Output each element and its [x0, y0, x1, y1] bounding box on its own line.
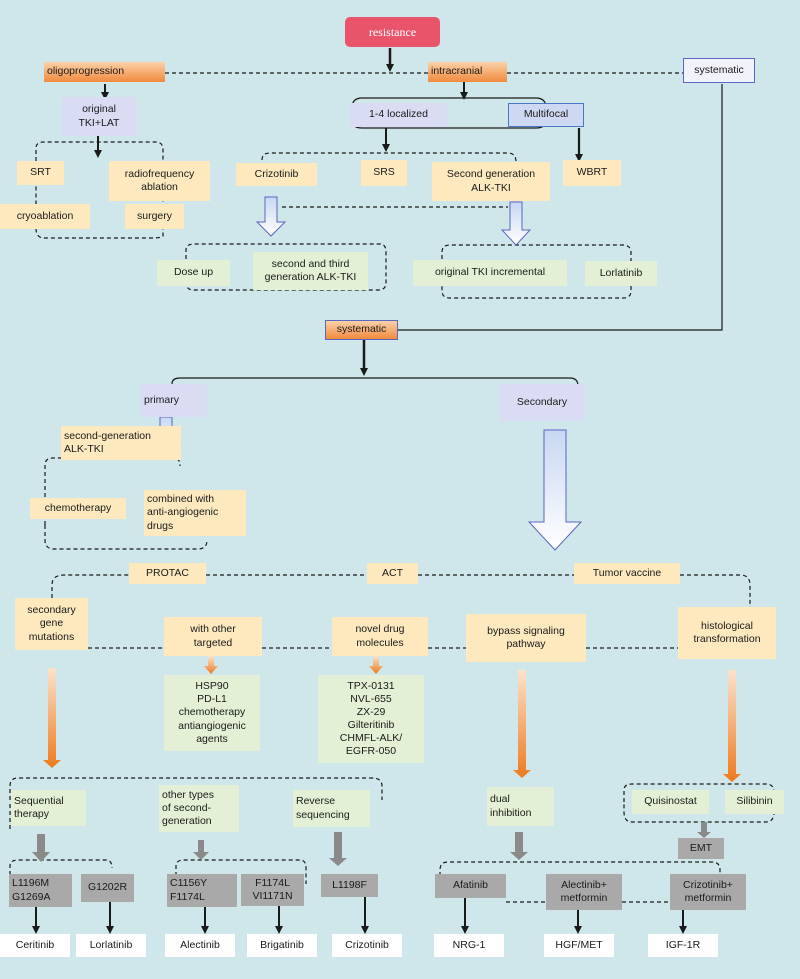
node-secondary: Secondary [500, 384, 584, 421]
drug-brigatinib: Brigatinib [247, 934, 317, 957]
branch-intracranial: intracranial [428, 62, 507, 82]
node-protac: PROTAC [129, 563, 206, 584]
node-act: ACT [367, 563, 418, 584]
node-systematic: systematic [325, 320, 398, 340]
node-chemotherapy: chemotherapy [30, 498, 126, 519]
node-mutation-l1196m: L1196M G1269A [9, 874, 72, 907]
node-quisinostat: Quisinostat [632, 790, 709, 814]
drug-alectinib: Alectinib [165, 934, 235, 957]
node-tumor-vaccine: Tumor vaccine [574, 563, 680, 584]
node-mutation-g1202r: G1202R [81, 874, 134, 902]
node-anti-angiogenic: combined with anti-angiogenic drugs [144, 490, 246, 536]
node-sequential-therapy: Sequential therapy [11, 790, 86, 826]
node-surgery: surgery [125, 204, 184, 229]
node-dose-up: Dose up [157, 260, 230, 286]
node-mutation-c1156y: C1156Y F1174L [167, 874, 237, 907]
node-wbrt: WBRT [563, 160, 621, 186]
node-reverse-sequencing: Reverse sequencing [293, 790, 370, 827]
node-dual-inhibition: dual inhibition [487, 787, 554, 826]
node-srs: SRS [361, 160, 407, 186]
node-original-tki-lat: original TKI+LAT [62, 97, 136, 136]
node-second-gen-alk-tki: Second generation ALK-TKI [432, 162, 550, 201]
node-localized: 1-4 localized [350, 103, 447, 127]
node-multifocal: Multifocal [508, 103, 584, 127]
node-lorlatinib-1: Lorlatinib [585, 261, 657, 286]
drug-nrg1: NRG-1 [434, 934, 504, 957]
node-novel-drugs-list: TPX-0131 NVL-655 ZX-29 Gilteritinib CHMF… [318, 675, 424, 763]
node-cryoablation: cryoablation [0, 204, 90, 229]
node-second-gen-alk: second-generation ALK-TKI [61, 426, 181, 460]
drug-ceritinib: Ceritinib [0, 934, 70, 957]
node-bypass-signaling: bypass signaling pathway [466, 614, 586, 662]
node-mutation-f1174l: F1174L VI1171N [241, 874, 304, 906]
node-second-third-gen: second and third generation ALK-TKI [253, 252, 368, 290]
drug-hgf-met: HGF/MET [544, 934, 614, 957]
node-secondary-gene-mutations: secondary gene mutations [15, 598, 88, 650]
drug-crizotinib: Crizotinib [332, 934, 402, 957]
node-with-other-targeted: with other targeted [164, 617, 262, 656]
node-novel-drug-molecules: novel drug molecules [332, 617, 428, 656]
node-silibinin: Silibinin [725, 790, 784, 814]
node-emt: EMT [678, 838, 724, 859]
node-mutation-l1198f: L1198F [321, 874, 378, 897]
node-afatinib: Afatinib [435, 874, 506, 898]
node-crizotinib-metformin: Crizotinib+ metformin [670, 874, 746, 910]
node-other-types-second-gen: other types of second- generation [159, 785, 239, 832]
drug-lorlatinib: Lorlatinib [76, 934, 146, 957]
node-crizotinib-1: Crizotinib [236, 163, 317, 186]
node-histological-transformation: histological transformation [678, 607, 776, 659]
node-original-tki-incremental: original TKI incremental [413, 260, 567, 286]
root-resistance: resistance [345, 17, 440, 47]
node-srt: SRT [17, 161, 64, 185]
branch-oligoprogression: oligoprogression [44, 62, 165, 82]
node-other-targets-list: HSP90 PD-L1 chemotherapy antiangiogenic … [164, 675, 260, 751]
node-radiofrequency-ablation: radiofrequency ablation [109, 161, 210, 201]
node-primary: primary [141, 384, 207, 417]
node-alectinib-metformin: Alectinib+ metformin [546, 874, 622, 910]
drug-igf-1r: IGF-1R [648, 934, 718, 957]
branch-systematic: systematic [683, 58, 755, 83]
